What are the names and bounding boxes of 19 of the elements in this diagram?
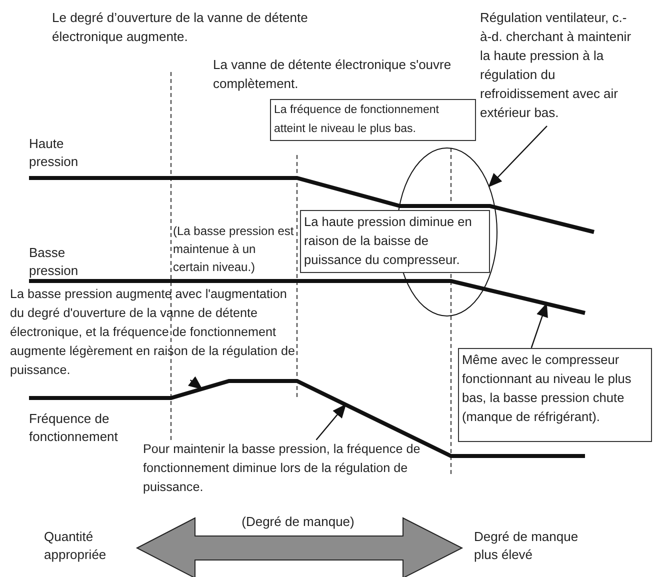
- curve-label: Haute pression: [29, 135, 80, 171]
- leader-arrow: [530, 302, 548, 348]
- annotation-text: La vanne de détente électronique s'ouvre complètement.: [213, 56, 452, 93]
- axis-label: Degré de manque plus élevé: [474, 528, 580, 564]
- annotation-text: Régulation ventilateur, c.-à-d. cherchant à maintenir la haute pression à la régulation du refroidissement avec air extérieur bas.: [480, 8, 638, 122]
- annotation-text: Le degré d’ouverture de la vanne de détente électronique augmente.: [52, 9, 309, 46]
- leader-arrow: [188, 376, 203, 390]
- leader-arrow: [316, 404, 346, 440]
- axis-label: (Degré de manque): [240, 513, 356, 531]
- callout-box: La haute pression diminue en raison de la baisse de puissance du compresseur.: [300, 210, 490, 273]
- curve-label: Fréquence de fonctionnement: [29, 410, 119, 446]
- callout-box: Même avec le compresseur fonctionnant au niveau le plus bas, la basse pression chute (manque de réfrigérant).: [458, 348, 652, 442]
- axis-label: Quantité appropriée: [44, 528, 108, 564]
- callout-box: La fréquence de fonctionnement atteint le niveau le plus bas.: [270, 99, 476, 141]
- annotation-text: Pour maintenir la basse pression, la fréquence de fonctionnement diminue lors de la régulation de puissance.: [143, 440, 435, 497]
- curve-label: Basse pression: [29, 244, 80, 280]
- annotation-text: (La basse pression est maintenue à un certain niveau.): [173, 223, 295, 276]
- annotation-text: La basse pression augmente avec l'augmentation du degré d'ouverture de la vanne de détente électronique, et la fréquence de fonctionnement augmente légèrement en raison de la régulation de puissance.: [10, 285, 300, 380]
- leader-arrow: [488, 126, 548, 188]
